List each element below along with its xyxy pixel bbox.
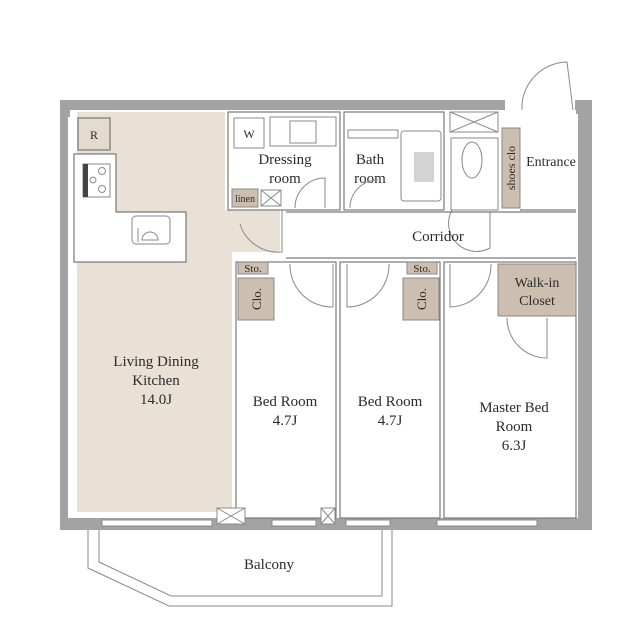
bed-room-1 <box>235 261 337 519</box>
ldk-label-2: Kitchen <box>132 373 180 389</box>
bathtub-icon <box>400 130 442 202</box>
duct-icon <box>260 189 282 207</box>
shoes-closet <box>501 127 521 209</box>
washer-label: W <box>243 127 255 141</box>
toilet-door-icon <box>448 209 491 252</box>
dressing-door-icon <box>294 177 326 209</box>
balcony-label: Balcony <box>244 557 294 573</box>
sink-icon <box>131 215 171 245</box>
closet-1-label: Clo. <box>249 288 264 310</box>
storage-1 <box>237 261 269 275</box>
bed-room-2-door-icon <box>346 263 390 308</box>
master-label-2: Room <box>496 419 533 435</box>
bed-room-1-door-icon <box>289 263 334 308</box>
closet-2-label: Clo. <box>414 288 429 310</box>
linen-storage <box>231 188 259 208</box>
walk-in-label-2: Closet <box>519 294 555 309</box>
walk-in-label-1: Walk-in <box>515 276 560 291</box>
closet-1 <box>237 277 275 321</box>
corridor-label: Corridor <box>412 229 464 245</box>
refrigerator-icon: R <box>77 117 111 151</box>
bed-room-2-size: 4.7J <box>378 413 403 429</box>
bath-door-icon <box>349 179 379 209</box>
washbasin-icon <box>269 116 337 147</box>
linen-label: linen <box>235 194 255 205</box>
ldk-size: 14.0J <box>140 392 172 408</box>
walk-in-door-icon <box>506 317 548 359</box>
entrance-label: Entrance <box>526 155 576 170</box>
toilet-icon <box>461 141 483 179</box>
master-size: 6.3J <box>502 438 527 454</box>
bath-shelf <box>347 129 399 139</box>
dressing-label-2: room <box>269 171 301 187</box>
windows <box>101 519 538 527</box>
bed-room-1-label: Bed Room <box>253 394 318 410</box>
duct-icon-bottom <box>216 507 336 525</box>
refrigerator-label: R <box>90 128 98 142</box>
bath-label-1: Bath <box>356 152 385 168</box>
bed-room-1-size: 4.7J <box>273 413 298 429</box>
bed-room-2-label: Bed Room <box>358 394 423 410</box>
balcony: Balcony <box>87 530 393 607</box>
storage-2 <box>406 261 438 275</box>
toilet-room <box>448 111 499 252</box>
entrance-door-icon <box>521 61 574 112</box>
storage-2-label: Sto. <box>413 263 431 275</box>
washer-icon: W <box>233 117 265 149</box>
bath-label-2: room <box>354 171 386 187</box>
walk-in-closet <box>497 263 577 317</box>
stove-icon <box>82 163 111 198</box>
closet-2 <box>402 277 440 321</box>
shoes-closet-label: shoes clo <box>504 146 518 190</box>
dressing-label-1: Dressing <box>258 152 312 168</box>
ldk-label-1: Living Dining <box>113 354 199 370</box>
master-label-1: Master Bed <box>479 400 549 416</box>
master-door-icon <box>449 263 492 308</box>
storage-1-label: Sto. <box>244 263 262 275</box>
ldk-door-icon <box>239 210 283 253</box>
